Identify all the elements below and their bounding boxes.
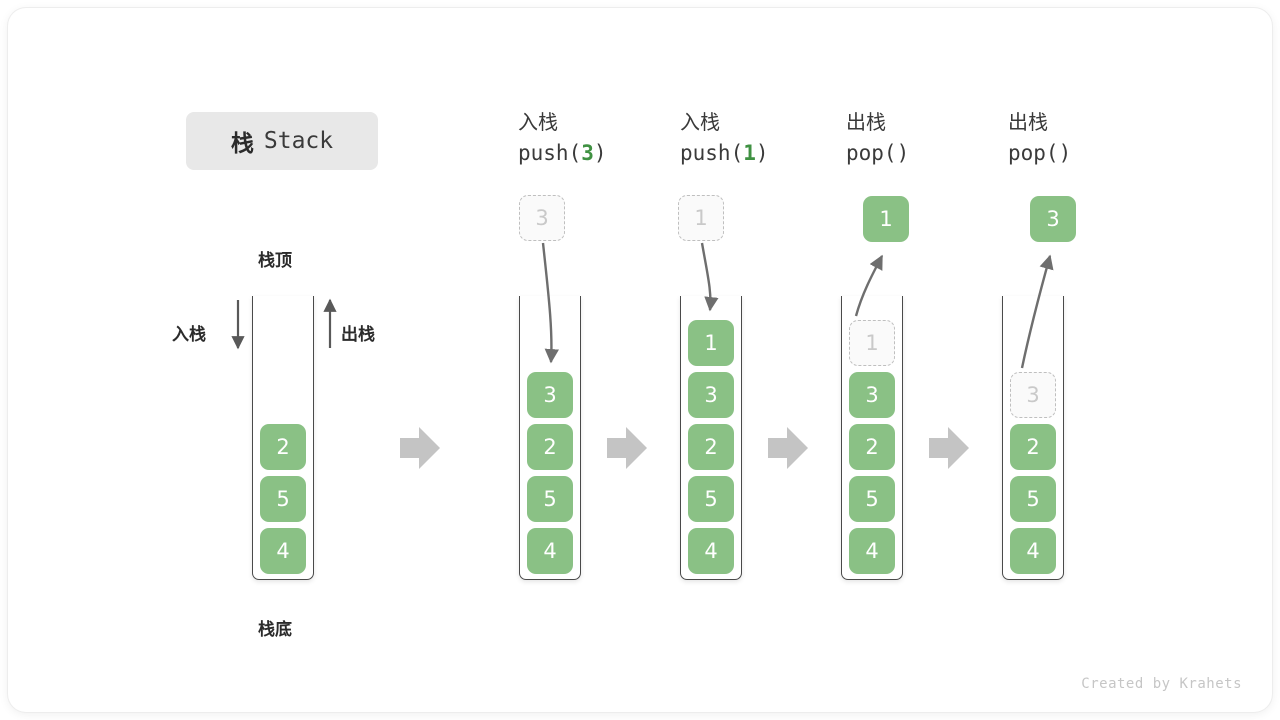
floating-element-push-1: 1	[678, 195, 724, 241]
code-suffix: )	[593, 141, 607, 165]
stack-walls	[680, 296, 742, 580]
stack-cell: 4	[1010, 528, 1056, 574]
step-header-title: 入栈	[518, 112, 558, 134]
stack-walls	[841, 296, 903, 580]
code-prefix: push(	[518, 141, 582, 165]
popped-element-pop-3: 3	[1030, 196, 1076, 242]
stack-cell: 5	[1010, 476, 1056, 522]
popped-element-pop-1: 1	[863, 196, 909, 242]
title-english: Stack	[263, 128, 334, 154]
title-chinese: 栈	[230, 130, 254, 156]
stack-walls	[519, 296, 581, 580]
stack-bottom-label: 栈底	[258, 620, 292, 639]
stack-cell-ghost: 3	[1010, 372, 1056, 418]
code-arg: 1	[743, 141, 756, 165]
stack-cell: 5	[527, 476, 573, 522]
step-header-code: push(1)	[680, 138, 860, 168]
step-header-pop-1: 出栈 pop()	[846, 108, 1026, 168]
stack-container-push-3	[519, 296, 581, 580]
stack-container-initial	[252, 296, 314, 580]
diagram-title: 栈 Stack	[186, 112, 378, 170]
stack-cell: 5	[849, 476, 895, 522]
stack-container-pop-3	[1002, 296, 1064, 580]
step-header-pop-3: 出栈 pop()	[1008, 108, 1188, 168]
stack-cell: 4	[688, 528, 734, 574]
stack-container-pop-1	[841, 296, 903, 580]
step-header-code: push(3)	[518, 138, 698, 168]
stack-cell: 2	[527, 424, 573, 470]
step-header-push-3: 入栈 push(3)	[518, 108, 698, 168]
stack-top-label: 栈顶	[258, 251, 292, 270]
step-header-code: pop()	[1008, 138, 1188, 168]
step-header-push-1: 入栈 push(1)	[680, 108, 860, 168]
step-header-title: 出栈	[1008, 112, 1048, 134]
code-prefix: push(	[680, 141, 744, 165]
step-header-title: 出栈	[846, 112, 886, 134]
stack-cell: 4	[527, 528, 573, 574]
code-suffix: )	[755, 141, 769, 165]
stack-cell: 2	[688, 424, 734, 470]
stack-cell: 3	[688, 372, 734, 418]
code-suffix: )	[1058, 141, 1072, 165]
code-suffix: )	[896, 141, 910, 165]
code-prefix: pop(	[846, 141, 897, 165]
stack-cell: 5	[260, 476, 306, 522]
code-prefix: pop(	[1008, 141, 1059, 165]
stack-cell: 3	[849, 372, 895, 418]
stack-container-push-1	[680, 296, 742, 580]
code-arg: 3	[581, 141, 594, 165]
floating-element-push-3: 3	[519, 195, 565, 241]
stack-cell: 2	[1010, 424, 1056, 470]
stack-walls	[1002, 296, 1064, 580]
stack-cell: 3	[527, 372, 573, 418]
stack-cell: 2	[260, 424, 306, 470]
stack-cell-ghost: 1	[849, 320, 895, 366]
stack-cell: 5	[688, 476, 734, 522]
stack-cell: 4	[260, 528, 306, 574]
stack-walls	[252, 296, 314, 580]
credit-text: Created by Krahets	[1081, 676, 1242, 692]
step-header-code: pop()	[846, 138, 1026, 168]
push-label: 入栈	[172, 325, 206, 344]
stack-cell: 1	[688, 320, 734, 366]
pop-label: 出栈	[341, 325, 375, 344]
step-header-title: 入栈	[680, 112, 720, 134]
stack-cell: 4	[849, 528, 895, 574]
stack-cell: 2	[849, 424, 895, 470]
